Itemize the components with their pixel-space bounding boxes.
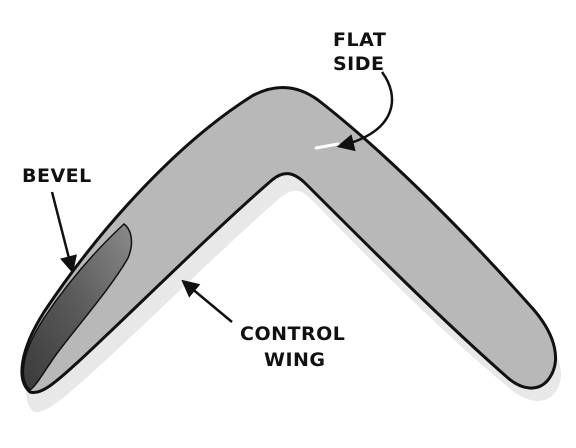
flat-side-label-line1: FLAT — [333, 29, 386, 51]
control-wing-arrow — [181, 279, 233, 323]
control-wing-label-line2: WING — [264, 349, 326, 371]
bevel-arrow — [50, 191, 77, 274]
control-wing-label-line1: CONTROL — [240, 323, 345, 345]
flat-side-arrow — [336, 71, 394, 152]
flat-side-highlight — [314, 142, 340, 150]
flat-side-label-line2: SIDE — [333, 53, 385, 75]
bevel-region — [22, 223, 133, 391]
bevel-label: BEVEL — [22, 165, 92, 187]
